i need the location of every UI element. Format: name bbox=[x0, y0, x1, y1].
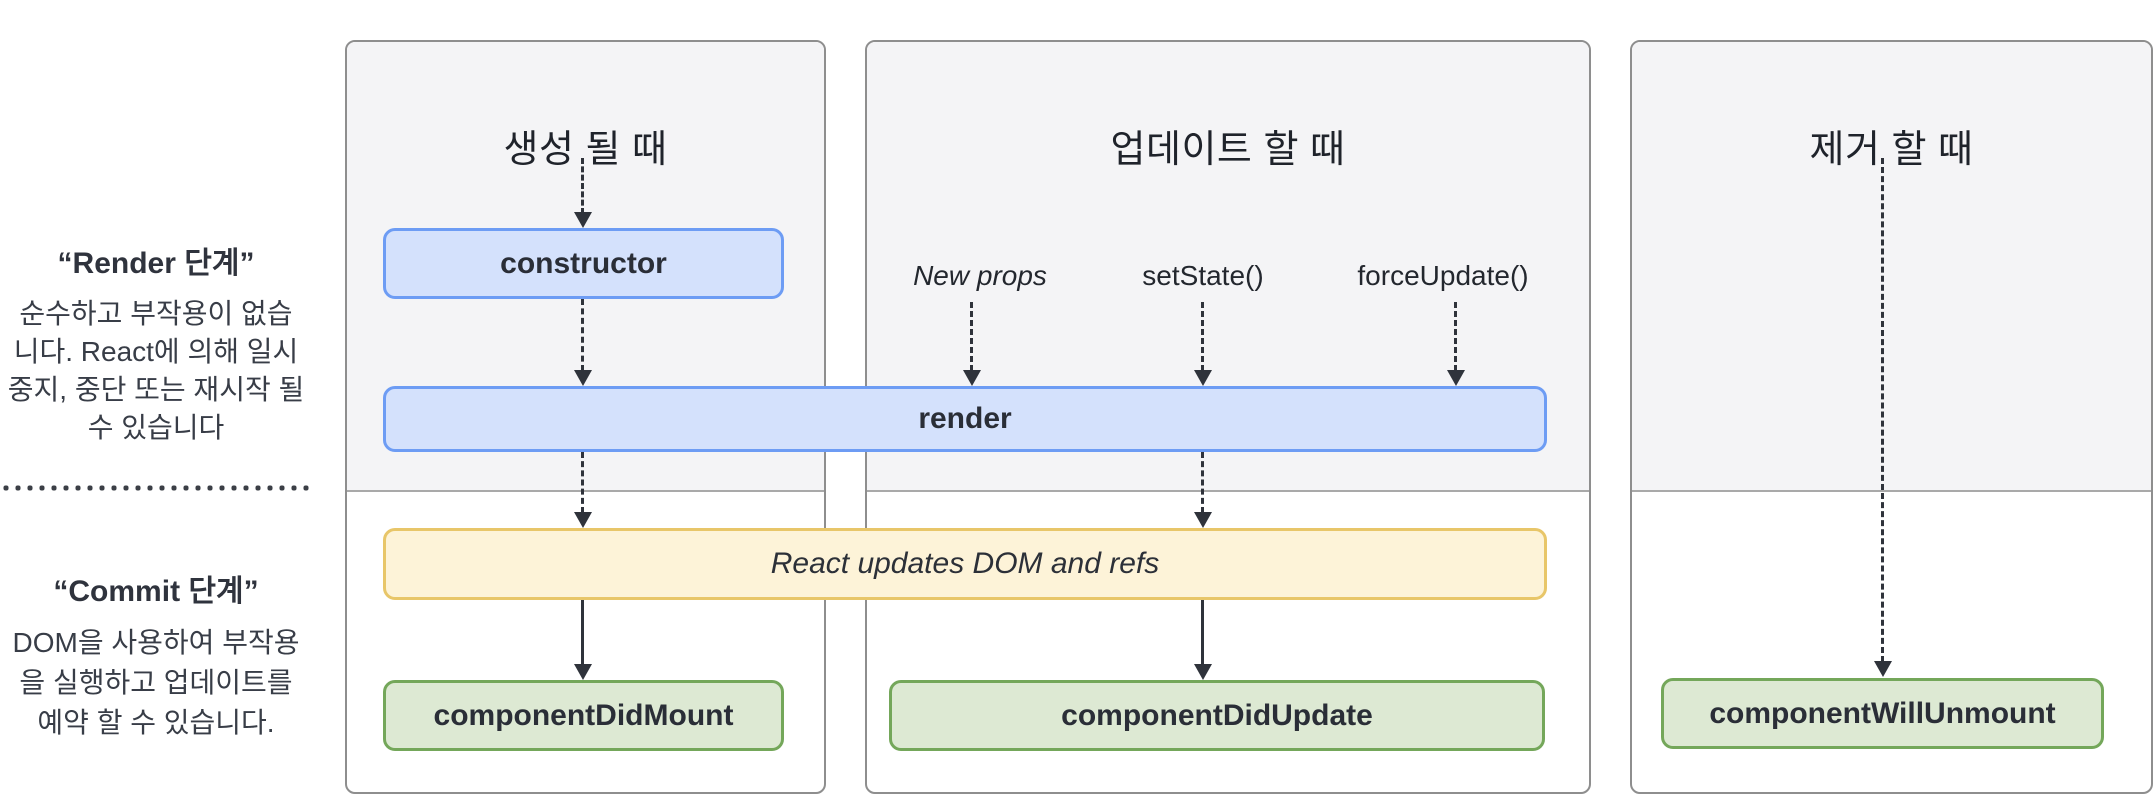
arrow-line-setstate-to-render bbox=[1201, 302, 1204, 371]
arrow-line-removed-to-willunmount bbox=[1881, 158, 1884, 662]
arrow-line-created-to-constructor bbox=[581, 158, 584, 214]
arrow-line-forceupdate-to-render bbox=[1454, 302, 1457, 371]
arrow-line-render-to-domupdate-col1 bbox=[581, 452, 584, 513]
arrowhead-into-didupdate bbox=[1194, 664, 1212, 680]
render-phase-text-line: 니다. React에 의해 일시 bbox=[13, 336, 299, 367]
arrow-line-render-to-domupdate-col2 bbox=[1201, 452, 1204, 513]
trigger-setstate-label: setState() bbox=[1142, 260, 1264, 291]
node-constructor: constructor bbox=[383, 228, 784, 299]
render-phase-text-line: 중지, 중단 또는 재시작 될 bbox=[7, 374, 305, 405]
arrowhead-into-render-col1 bbox=[574, 370, 592, 386]
panel-unmounting-header: 제거 할 때 bbox=[1809, 129, 1974, 171]
node-component-will-unmount: componentWillUnmount bbox=[1661, 678, 2104, 749]
render-phase-note: “Render 단계” 순수하고 부작용이 없습 니다. React에 의해 일… bbox=[6, 238, 306, 447]
arrow-line-domupdate-to-didmount bbox=[581, 600, 584, 665]
arrow-line-domupdate-to-didupdate bbox=[1201, 600, 1204, 665]
arrow-line-constructor-to-render bbox=[581, 299, 584, 371]
commit-phase-text-line: 을 실행하고 업데이트를 bbox=[19, 667, 293, 698]
commit-phase-note: “Commit 단계” DOM을 사용하여 부작용 을 실행하고 업데이트를 예… bbox=[6, 566, 306, 743]
panel-updating-header: 업데이트 할 때 bbox=[1110, 129, 1346, 171]
node-render: render bbox=[383, 386, 1547, 452]
arrowhead-into-constructor bbox=[574, 212, 592, 228]
commit-phase-text-line: 예약 할 수 있습니다. bbox=[37, 707, 275, 738]
arrowhead-into-willunmount bbox=[1874, 661, 1892, 677]
arrowhead-forceupdate-into-render bbox=[1447, 370, 1465, 386]
panel-mounting-header: 생성 될 때 bbox=[503, 129, 668, 171]
node-react-updates-dom: React updates DOM and refs bbox=[383, 528, 1547, 600]
node-component-did-mount: componentDidMount bbox=[383, 680, 784, 751]
commit-phase-title: “Commit 단계” bbox=[53, 575, 259, 608]
trigger-forceupdate-label: forceUpdate() bbox=[1357, 260, 1529, 291]
node-component-did-update: componentDidUpdate bbox=[889, 680, 1545, 751]
phase-divider-dotted-line bbox=[0, 484, 312, 492]
render-phase-text-line: 수 있습니다 bbox=[87, 412, 225, 443]
render-phase-text-line: 순수하고 부작용이 없습 bbox=[19, 298, 293, 329]
render-phase-title: “Render 단계” bbox=[57, 247, 255, 280]
trigger-new-props-label: New props bbox=[913, 260, 1047, 291]
arrow-line-newprops-to-render bbox=[970, 302, 973, 371]
commit-phase-text-line: DOM을 사용하여 부작용 bbox=[12, 627, 300, 658]
arrowhead-into-domupdate-col2 bbox=[1194, 512, 1212, 528]
panel-unmounting-render-region bbox=[1632, 42, 2151, 492]
arrowhead-into-domupdate-col1 bbox=[574, 512, 592, 528]
arrowhead-newprops-into-render bbox=[963, 370, 981, 386]
arrowhead-setstate-into-render bbox=[1194, 370, 1212, 386]
arrowhead-into-didmount bbox=[574, 664, 592, 680]
